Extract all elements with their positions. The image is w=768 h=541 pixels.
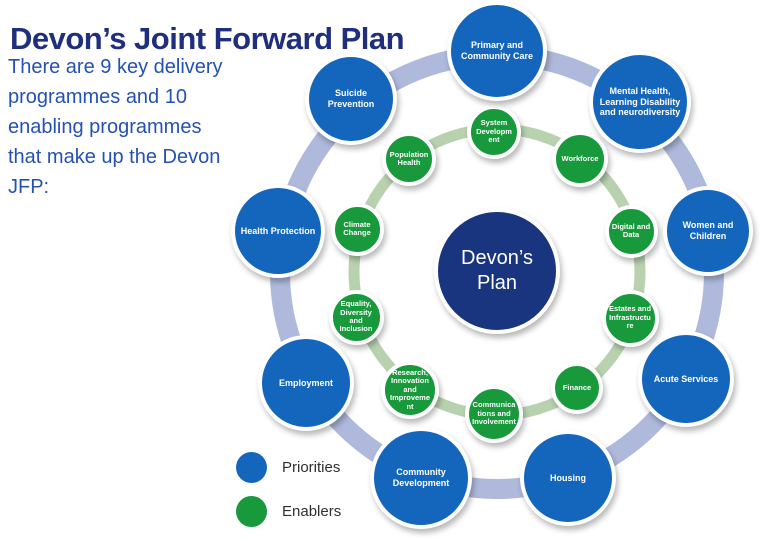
- center-node-devon-s-plan: Devon’s Plan: [434, 208, 560, 334]
- enabler-node-system-development: System Development: [467, 105, 521, 159]
- priority-node-housing: Housing: [520, 430, 616, 526]
- priority-node-women-and-children: Women and Children: [663, 186, 753, 276]
- priority-node-primary-and-community-care: Primary and Community Care: [447, 1, 547, 101]
- priorities-dot-icon: [236, 452, 267, 483]
- legend: Priorities Enablers: [236, 452, 341, 540]
- priority-node-community-development: Community Development: [370, 427, 472, 529]
- enabler-node-equality-diversity-and-inclusion: Equality, Diversity and Inclusion: [328, 289, 384, 345]
- enabler-node-digital-and-data: Digital and Data: [604, 204, 658, 258]
- priority-node-acute-services: Acute Services: [638, 331, 734, 427]
- legend-row-enablers: Enablers: [236, 496, 341, 527]
- priority-node-employment: Employment: [258, 335, 354, 431]
- intro-text: There are 9 key delivery programmes and …: [8, 56, 223, 198]
- enabler-node-research-innovation-and-improvement: Research, Innovation and Improvement: [381, 361, 439, 419]
- enabler-node-climate-change: Climate Change: [330, 202, 384, 256]
- enabler-node-finance: Finance: [551, 362, 603, 414]
- priorities-legend-label: Priorities: [282, 459, 341, 476]
- page-title: Devon’s Joint Forward Plan: [10, 20, 405, 56]
- legend-row-priorities: Priorities: [236, 452, 341, 483]
- enablers-dot-icon: [236, 496, 267, 527]
- enabler-node-population-health: Population Health: [382, 132, 436, 186]
- enabler-node-communications-and-involvement: Communications and Involvement: [465, 385, 523, 443]
- enabler-node-estates-and-infrastructure: Estates and Infrastructure: [601, 289, 659, 347]
- enablers-legend-label: Enablers: [282, 503, 342, 520]
- priority-node-suicide-prevention: Suicide Prevention: [305, 53, 397, 145]
- priority-node-health-protection: Health Protection: [231, 184, 325, 278]
- enabler-node-workforce: Workforce: [552, 131, 608, 187]
- priority-node-mental-health-learning-disability-and-neurodiversity: Mental Health, Learning Disability and n…: [589, 51, 691, 153]
